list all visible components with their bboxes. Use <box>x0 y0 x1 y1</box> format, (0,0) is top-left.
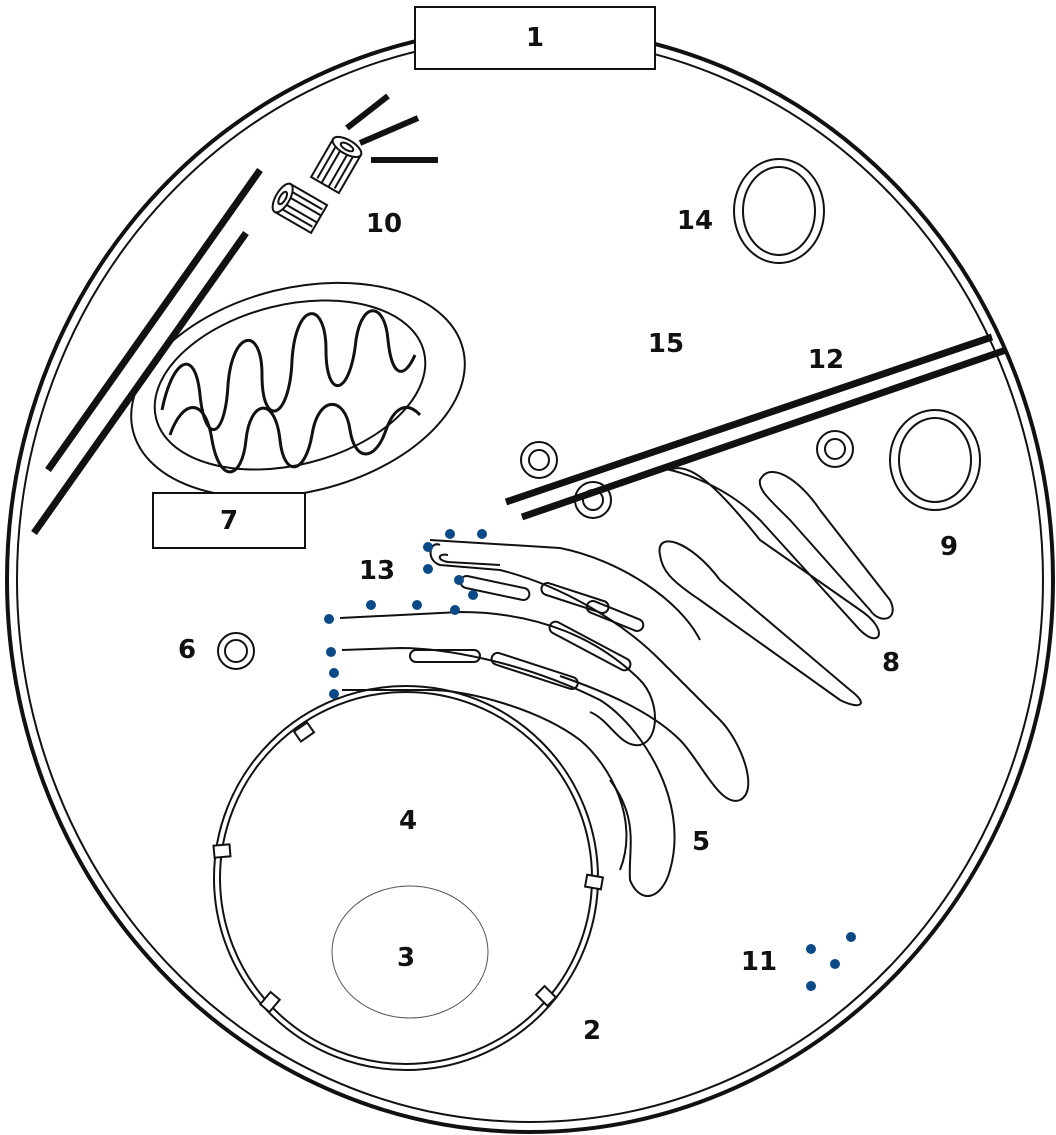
label-2: 2 <box>583 1018 601 1044</box>
nucleus <box>214 686 603 1070</box>
mitochondrion <box>108 250 487 530</box>
label-5: 5 <box>692 829 710 855</box>
vesicles <box>218 431 853 669</box>
label-box-7: 7 <box>152 492 306 549</box>
label-box-1: 1 <box>414 6 656 70</box>
endoplasmic-reticulum <box>340 540 748 896</box>
free-ribosomes <box>806 932 856 991</box>
label-8: 8 <box>882 650 900 676</box>
label-10: 10 <box>366 211 402 237</box>
vacuole <box>890 410 980 510</box>
label-13: 13 <box>359 558 395 584</box>
smooth-er <box>660 468 893 705</box>
cytoskeleton-left <box>34 170 260 533</box>
centrioles <box>269 96 438 233</box>
label-4: 4 <box>399 808 417 834</box>
label-3: 3 <box>397 945 415 971</box>
lysosome <box>734 159 824 263</box>
label-11: 11 <box>741 949 777 975</box>
label-9: 9 <box>940 534 958 560</box>
label-14: 14 <box>677 208 713 234</box>
label-12: 12 <box>808 347 844 373</box>
label-6: 6 <box>178 637 196 663</box>
cytoskeleton-right <box>506 337 1006 517</box>
label-1: 1 <box>526 23 544 53</box>
label-15: 15 <box>648 331 684 357</box>
label-7: 7 <box>220 506 238 536</box>
